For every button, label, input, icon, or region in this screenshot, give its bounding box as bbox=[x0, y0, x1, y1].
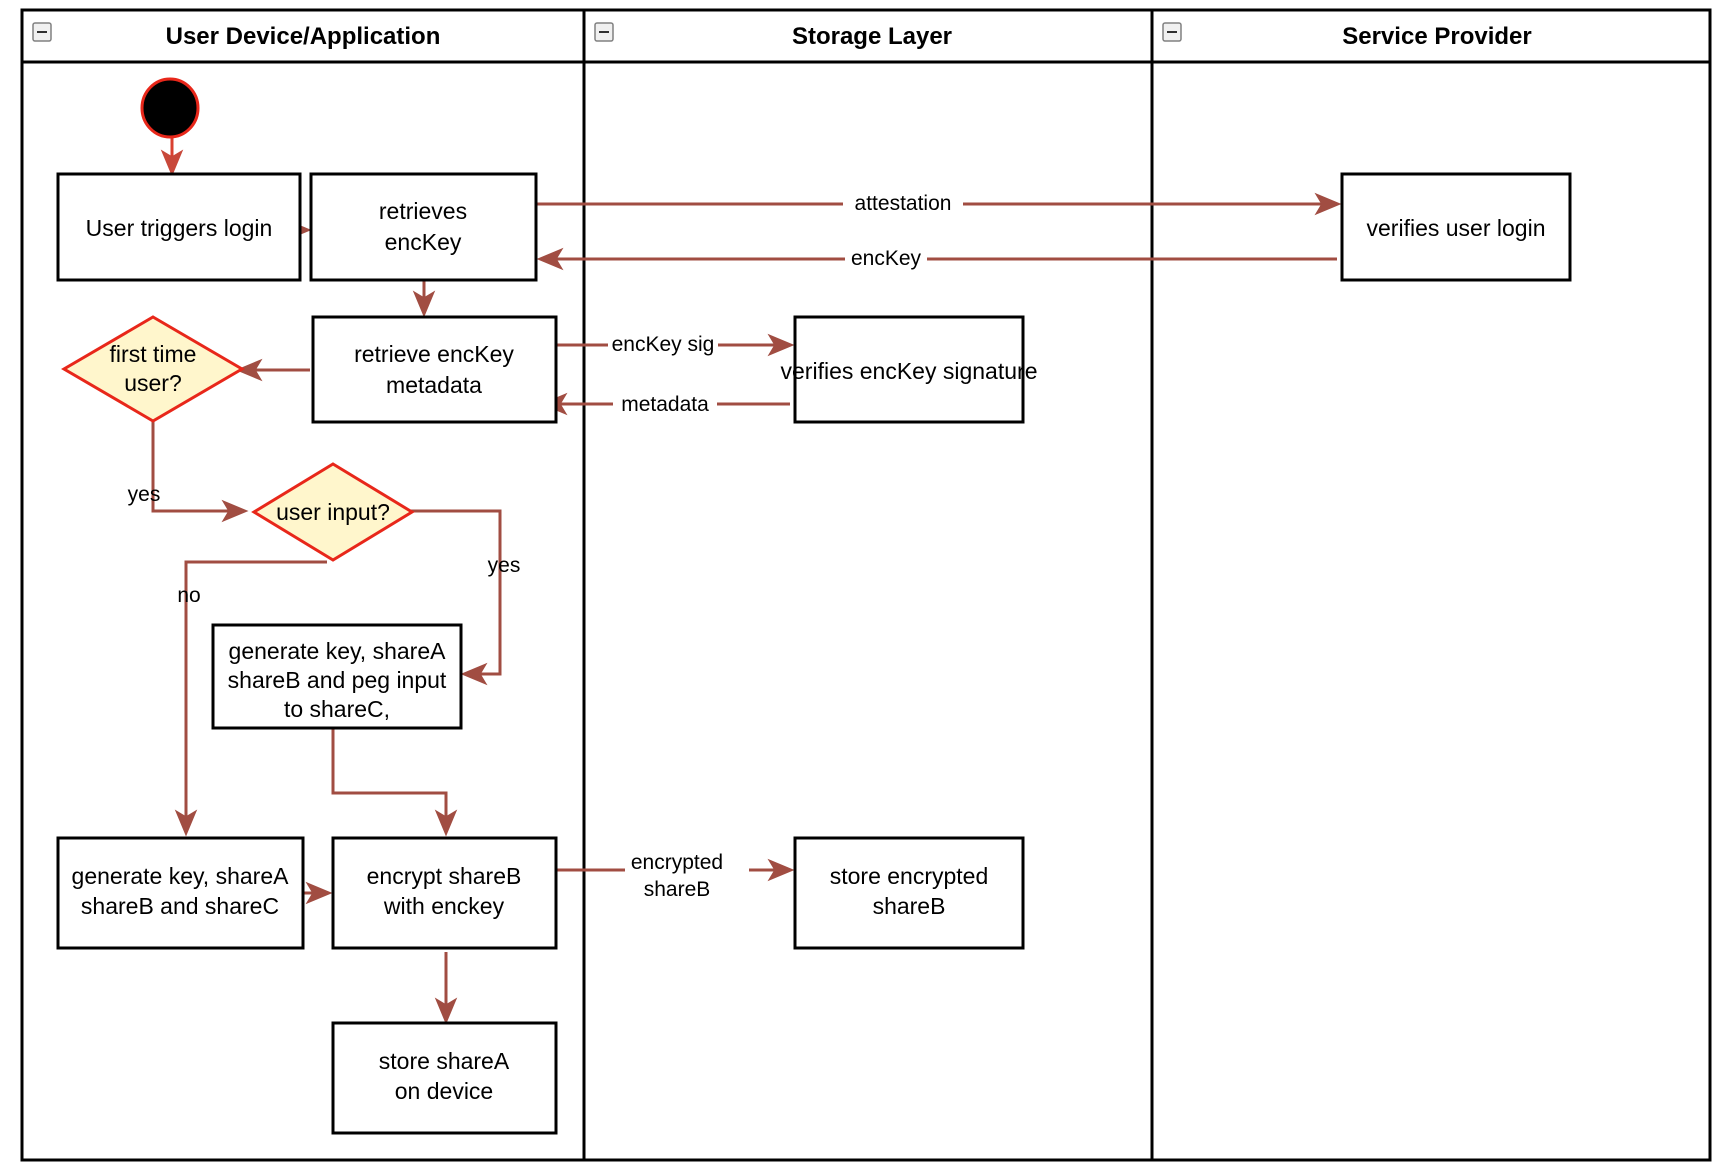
edge-userinput-yes bbox=[409, 509, 502, 686]
edge-label-attestation: attestation bbox=[855, 192, 952, 215]
edge-label-encrypted-line1: encrypted bbox=[631, 851, 723, 874]
node-label-first-time-line1: first time bbox=[110, 341, 197, 367]
lane-collapse-icon-service-provider[interactable] bbox=[1162, 22, 1182, 42]
node-retrieve-enckey-metadata[interactable]: retrieve encKey metadata bbox=[311, 315, 558, 424]
node-generate-peg-input[interactable]: generate key, shareA shareB and peg inpu… bbox=[211, 623, 463, 730]
node-label-shares-line2: shareB and shareC bbox=[81, 893, 279, 919]
edge-userinput-no bbox=[174, 560, 327, 837]
edge-label-yes-userinput: yes bbox=[488, 554, 521, 577]
node-label-peg-line3: to shareC, bbox=[284, 696, 390, 722]
edge-label-encrypted-line2: shareB bbox=[644, 878, 711, 901]
node-encrypt-shareb[interactable]: encrypt shareB with enckey bbox=[331, 836, 558, 950]
node-label-first-time-line2: user? bbox=[124, 370, 182, 396]
edge-firsttime-yes bbox=[151, 417, 249, 523]
node-label-retrieves-line1: retrieves bbox=[379, 198, 467, 224]
node-label-store-enc-line1: store encrypted bbox=[830, 863, 989, 889]
node-first-time-user[interactable]: first time user? bbox=[61, 315, 245, 423]
lane-storage-layer[interactable]: Storage Layer bbox=[582, 8, 1154, 1162]
node-store-sharea-on-device[interactable]: store shareA on device bbox=[331, 1021, 558, 1135]
node-label-peg-line2: shareB and peg input bbox=[228, 667, 447, 693]
node-label-verifies-enckey-signature: verifies encKey signature bbox=[781, 358, 1038, 384]
node-retrieves-enckey[interactable]: retrieves encKey bbox=[309, 172, 538, 282]
edge-label-enckey-sig: encKey sig bbox=[612, 333, 715, 356]
node-user-input[interactable]: user input? bbox=[251, 462, 415, 562]
node-label-retrieves-line2: encKey bbox=[385, 229, 462, 255]
lane-collapse-icon-user-device[interactable] bbox=[32, 22, 52, 42]
edge-label-yes-firsttime: yes bbox=[128, 483, 161, 506]
node-label-peg-line1: generate key, shareA bbox=[229, 638, 447, 664]
node-label-retrieve-meta-line1: retrieve encKey bbox=[354, 341, 514, 367]
node-label-store-sharea-line1: store shareA bbox=[379, 1048, 510, 1074]
node-label-user-input: user input? bbox=[276, 499, 390, 525]
node-label-retrieve-meta-line2: metadata bbox=[386, 372, 482, 398]
node-label-encrypt-line1: encrypt shareB bbox=[367, 863, 522, 889]
edge-peg-to-encrypt bbox=[331, 728, 458, 837]
node-label-store-enc-line2: shareB bbox=[873, 893, 946, 919]
lane-title-service-provider: Service Provider bbox=[1342, 23, 1531, 50]
lane-title-user-device: User Device/Application bbox=[166, 23, 441, 50]
edge-label-no-userinput: no bbox=[177, 584, 200, 607]
node-label-verifies-user-login: verifies user login bbox=[1367, 215, 1546, 241]
node-generate-key-shares[interactable]: generate key, shareA shareB and shareC bbox=[56, 836, 305, 950]
node-label-store-sharea-line2: on device bbox=[395, 1078, 493, 1104]
node-store-encrypted-shareb[interactable]: store encrypted shareB bbox=[793, 836, 1025, 950]
edge-label-enckey: encKey bbox=[851, 247, 922, 270]
node-verifies-enckey-signature[interactable]: verifies encKey signature bbox=[781, 315, 1038, 424]
lane-collapse-icon-storage-layer[interactable] bbox=[594, 22, 614, 42]
lane-title-storage-layer: Storage Layer bbox=[792, 23, 952, 50]
node-user-triggers-login[interactable]: User triggers login bbox=[56, 172, 302, 282]
node-label-shares-line1: generate key, shareA bbox=[72, 863, 290, 889]
node-verifies-user-login[interactable]: verifies user login bbox=[1340, 172, 1572, 282]
node-start[interactable] bbox=[140, 77, 200, 139]
node-label-encrypt-line2: with enckey bbox=[383, 893, 505, 919]
edge-label-metadata: metadata bbox=[621, 393, 709, 416]
node-label-user-triggers-login: User triggers login bbox=[86, 215, 273, 241]
edge-label-layer: attestation encKey encKey sig metadata y… bbox=[128, 190, 963, 901]
